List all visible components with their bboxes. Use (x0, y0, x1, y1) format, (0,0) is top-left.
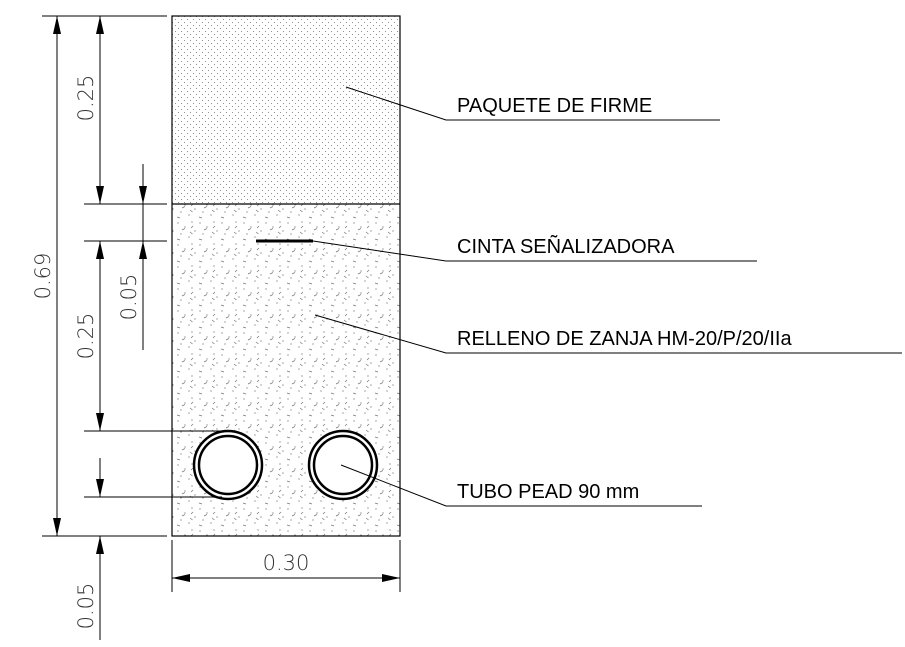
dim-bottom-cover: 0.05 (74, 536, 104, 640)
dim-firme-height-label: 0.25 (74, 75, 98, 122)
dim-width-label: 0.30 (263, 551, 310, 575)
label-relleno-de-zanja: RELLENO DE ZANJA HM-20/P/20/IIa (457, 328, 792, 350)
dim-fill-height-label: 0.25 (74, 313, 98, 360)
dim-width: 0.30 (171, 540, 401, 592)
label-cinta-senalizadora: CINTA SEÑALIZADORA (457, 234, 675, 258)
leader-lines (312, 86, 902, 507)
dim-total-height-label: 0.69 (31, 253, 55, 300)
label-tubo-pead: TUBO PEAD 90 mm (457, 481, 639, 503)
dim-cinta-offset: 0.05 (117, 164, 147, 350)
dim-pipe-ticks (96, 458, 104, 497)
pipe-right (307, 429, 379, 501)
trench-outline (171, 15, 401, 537)
extension-lines (42, 15, 222, 537)
label-paquete-de-firme: PAQUETE DE FIRME (457, 95, 652, 117)
dim-fill-height: 0.25 (74, 241, 104, 431)
firme-layer (172, 16, 400, 204)
dim-cinta-offset-label: 0.05 (117, 274, 141, 321)
dim-total-height: 0.69 (31, 16, 61, 536)
dim-firme-height: 0.25 (74, 16, 104, 204)
dim-bottom-cover-label: 0.05 (74, 583, 98, 630)
pipe-left (192, 429, 264, 501)
